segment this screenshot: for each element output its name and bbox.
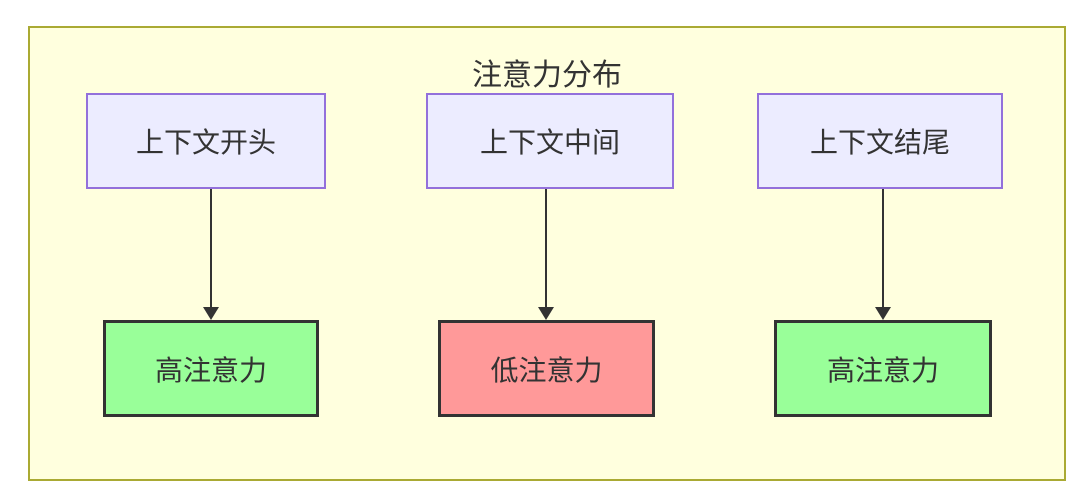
- node-high-attention-2-label: 高注意力: [826, 354, 939, 386]
- node-context-start-label: 上下文开头: [135, 127, 276, 158]
- node-high-attention-1-label: 高注意力: [154, 354, 267, 386]
- arrowhead-down-icon: [875, 307, 891, 320]
- node-context-end-label: 上下文结尾: [809, 127, 950, 158]
- node-context-middle: 上下文中间: [426, 93, 674, 189]
- node-low-attention: 低注意力: [438, 320, 655, 417]
- node-low-attention-label: 低注意力: [490, 354, 603, 386]
- arrow-end-to-high: [875, 189, 891, 320]
- node-context-middle-label: 上下文中间: [479, 127, 620, 158]
- node-high-attention-2: 高注意力: [774, 320, 992, 417]
- arrow-start-to-high: [203, 189, 219, 320]
- node-context-end: 上下文结尾: [757, 93, 1003, 189]
- node-high-attention-1: 高注意力: [103, 320, 319, 417]
- diagram-title: 注意力分布: [472, 59, 622, 92]
- arrowhead-down-icon: [538, 307, 554, 320]
- node-context-start: 上下文开头: [86, 93, 326, 189]
- arrowhead-down-icon: [203, 307, 219, 320]
- arrow-middle-to-low: [538, 189, 554, 320]
